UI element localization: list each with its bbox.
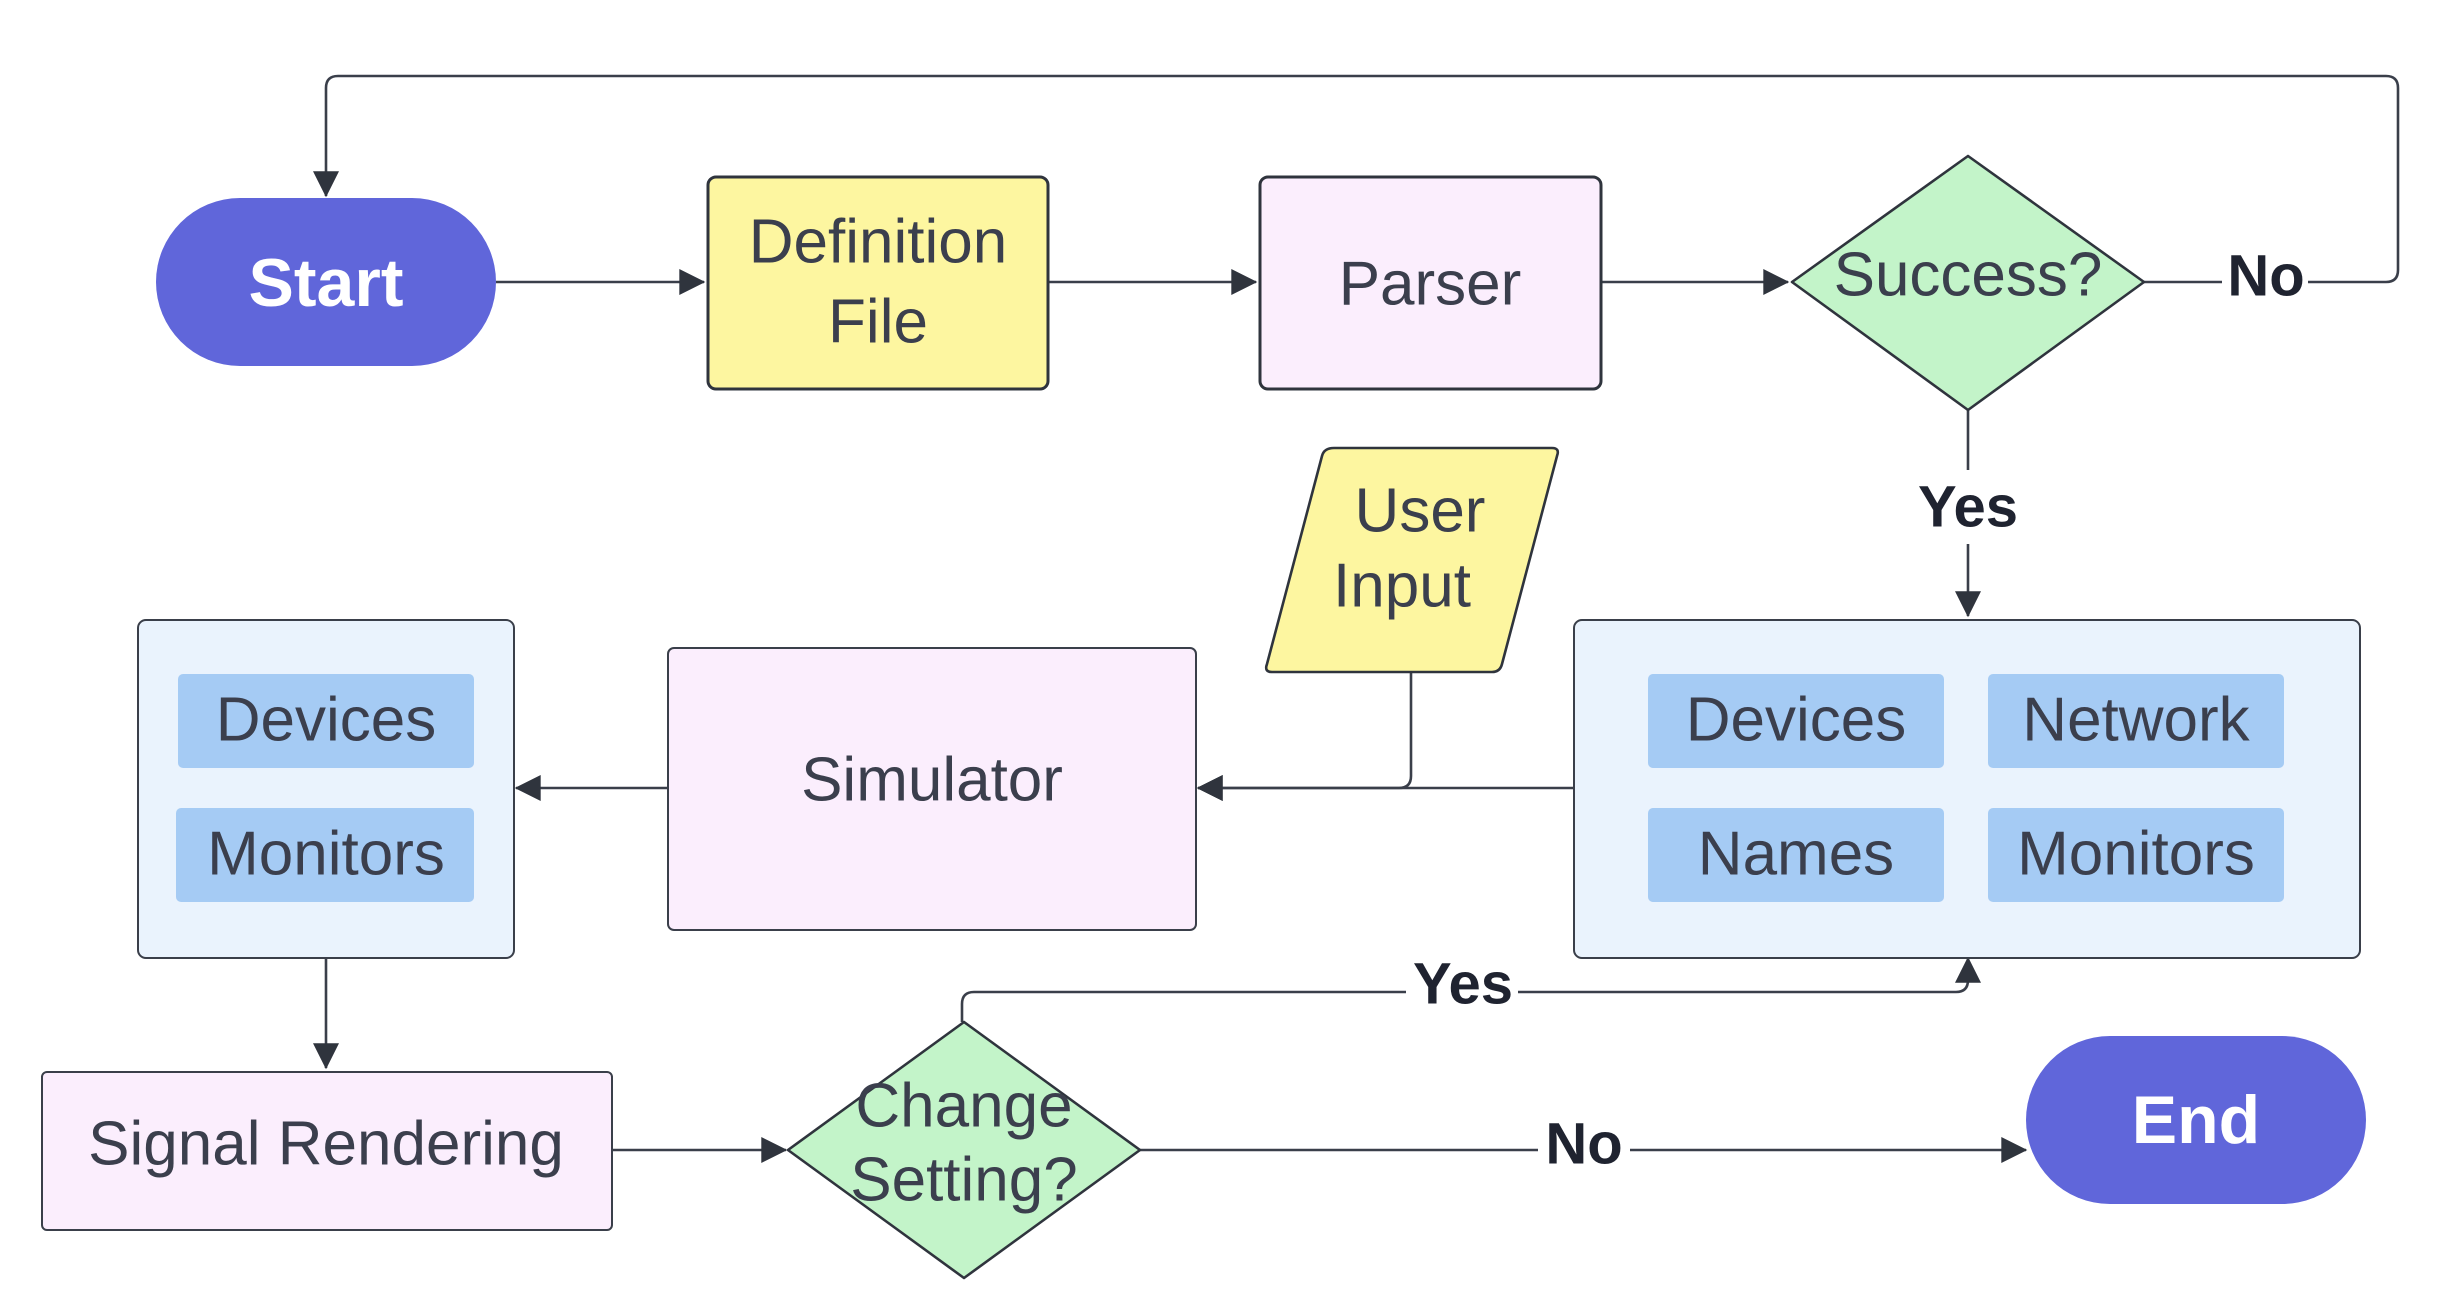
parsed-monitors-label: Monitors	[2017, 820, 2255, 889]
sim-devices-label: Devices	[216, 686, 437, 755]
parsed-devices-chip[interactable]: Devices	[1648, 674, 1944, 768]
change-setting-shape	[786, 1020, 1142, 1280]
simulation-output-group-shape	[137, 619, 515, 959]
parsed-data-group: Devices Network Names Monitors	[1573, 619, 2361, 959]
edge-userinput-simulator	[1196, 672, 1413, 801]
parsed-devices-label: Devices	[1686, 686, 1907, 755]
success-label: Success?	[1834, 241, 2103, 310]
change-setting-label-line2: Setting?	[850, 1146, 1078, 1215]
sim-monitors-label: Monitors	[207, 820, 445, 889]
simulation-output-group: Devices Monitors	[137, 619, 515, 959]
change-setting-decision[interactable]: Change Setting?	[786, 1020, 1142, 1280]
definition-file-shape	[706, 175, 1050, 391]
chip-shape	[1988, 674, 2284, 768]
parsed-names-label: Names	[1698, 820, 1894, 889]
parsed-names-chip[interactable]: Names	[1648, 808, 1944, 902]
chip-shape	[176, 808, 474, 902]
edge-label-change-yes: Yes	[1413, 952, 1513, 1017]
label-bg	[1406, 956, 1518, 1028]
label-bg	[2222, 246, 2308, 318]
change-setting-label-line1: Change	[855, 1072, 1072, 1141]
success-decision[interactable]: Success?	[1790, 154, 2146, 412]
start-terminal[interactable]: Start	[156, 198, 496, 366]
definition-file-node[interactable]: Definition File	[706, 175, 1050, 391]
parsed-network-label: Network	[2022, 686, 2250, 755]
start-shape	[156, 198, 496, 366]
simulator-node[interactable]: Simulator	[667, 647, 1197, 931]
parsed-data-group-shape	[1573, 619, 2361, 959]
signal-rendering-shape	[41, 1071, 613, 1231]
sim-devices-chip[interactable]: Devices	[178, 674, 474, 768]
user-input-shape	[1264, 446, 1560, 674]
label-bg	[1910, 470, 2026, 544]
chip-shape	[1648, 808, 1944, 902]
parser-shape	[1258, 175, 1603, 391]
definition-file-label-line1: Definition	[749, 208, 1007, 277]
parser-label: Parser	[1339, 250, 1522, 319]
definition-file-label-line2: File	[828, 288, 928, 357]
simulator-shape	[667, 647, 1197, 931]
parser-node[interactable]: Parser	[1258, 175, 1603, 391]
label-bg	[1538, 1112, 1630, 1186]
simulator-label: Simulator	[801, 746, 1063, 815]
sim-monitors-chip[interactable]: Monitors	[176, 808, 474, 902]
signal-rendering-node[interactable]: Signal Rendering	[41, 1071, 613, 1231]
edge-label-change-no: No	[1545, 1112, 1622, 1177]
edge-label-success-no: No	[2227, 244, 2304, 309]
chip-shape	[1988, 808, 2284, 902]
signal-rendering-label: Signal Rendering	[88, 1110, 564, 1179]
start-label: Start	[249, 245, 404, 321]
chip-shape	[178, 674, 474, 768]
end-label: End	[2132, 1082, 2260, 1158]
parsed-network-chip[interactable]: Network	[1988, 674, 2284, 768]
edge-success-no-loop	[313, 74, 2400, 284]
success-shape	[1790, 154, 2146, 412]
end-shape	[2026, 1036, 2366, 1204]
edge-label-success-yes: Yes	[1918, 475, 2018, 540]
user-input-node[interactable]: User Input	[1264, 446, 1560, 674]
end-terminal[interactable]: End	[2026, 1036, 2366, 1204]
chip-shape	[1648, 674, 1944, 768]
user-input-label-line2: Input	[1333, 552, 1471, 621]
parsed-monitors-chip[interactable]: Monitors	[1988, 808, 2284, 902]
user-input-label-line1: User	[1355, 477, 1486, 546]
